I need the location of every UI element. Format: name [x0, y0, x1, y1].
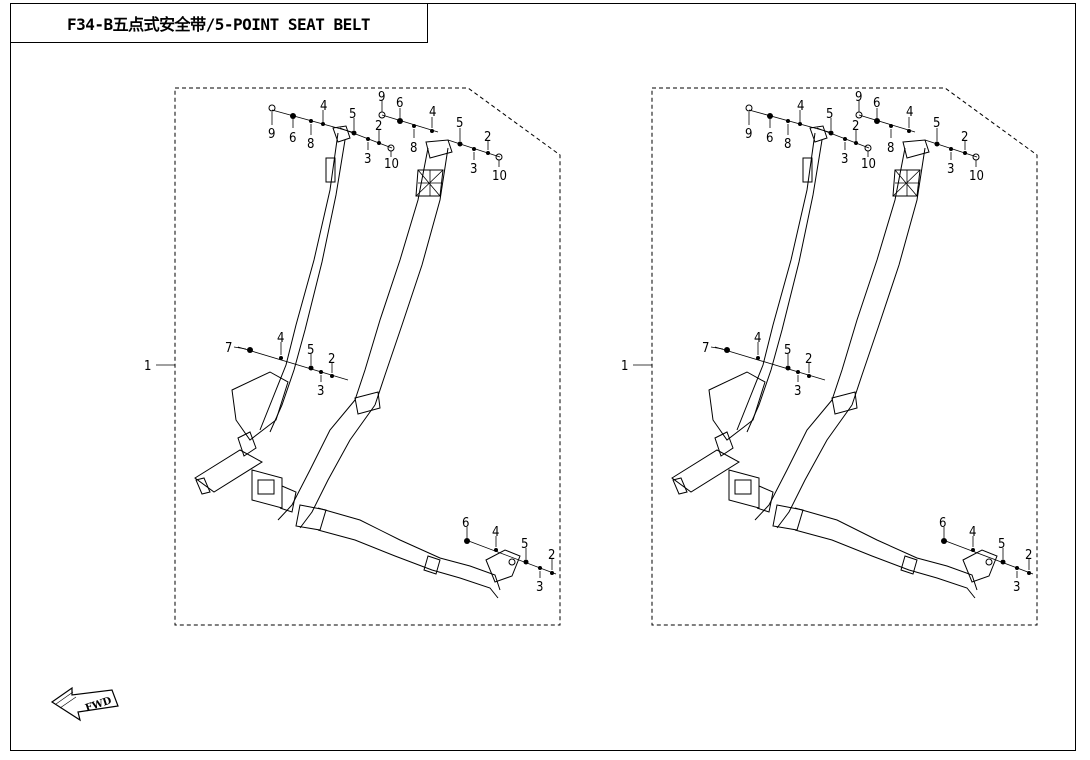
callout: 2: [805, 352, 812, 367]
callout: 3: [1013, 580, 1020, 595]
callout: 3: [536, 580, 543, 595]
assembly-left: 1 9 6 8 4 5 3 2 10 9 6 8 4 5 3 2 10 7 4 …: [144, 87, 561, 626]
callout: 4: [277, 331, 284, 346]
callout: 6: [873, 96, 880, 111]
callout: 4: [906, 105, 913, 120]
callout: 5: [349, 107, 356, 122]
callout: 5: [998, 537, 1005, 552]
callout: 5: [933, 116, 940, 131]
callout: 9: [745, 127, 752, 142]
callout: 3: [841, 152, 848, 167]
assembly-callout: 1: [621, 359, 628, 374]
callout: 4: [969, 525, 976, 540]
callout: 3: [947, 162, 954, 177]
callout: 6: [939, 516, 946, 531]
callout: 10: [384, 157, 399, 172]
callout: 2: [852, 119, 859, 134]
callout: 8: [307, 137, 314, 152]
callout: 2: [484, 130, 491, 145]
callout: 2: [1025, 548, 1032, 563]
callout: 9: [855, 90, 862, 105]
callout: 2: [375, 119, 382, 134]
assembly-right: 1 9 6 8 4 5 3 2 10 9 6 8 4 5 3 2 10 7 4 …: [621, 87, 1038, 626]
callout: 4: [754, 331, 761, 346]
drawing-frame: [10, 3, 1076, 751]
callout: 6: [289, 131, 296, 146]
drawing-title: F34-B五点式安全带/5-POINT SEAT BELT: [66, 14, 371, 34]
callout: 4: [492, 525, 499, 540]
callout: 10: [969, 169, 984, 184]
callout: 5: [784, 343, 791, 358]
callout: 8: [410, 141, 417, 156]
callout: 2: [548, 548, 555, 563]
callout: 6: [396, 96, 403, 111]
callout: 3: [470, 162, 477, 177]
callout: 5: [456, 116, 463, 131]
callout: 3: [317, 384, 324, 399]
callout: 6: [462, 516, 469, 531]
callout: 6: [766, 131, 773, 146]
callout: 9: [378, 90, 385, 105]
callout: 5: [307, 343, 314, 358]
callout: 10: [861, 157, 876, 172]
callout: 4: [320, 99, 327, 114]
callout: 2: [328, 352, 335, 367]
title-block: F34-B五点式安全带/5-POINT SEAT BELT: [10, 3, 428, 43]
callout: 9: [268, 127, 275, 142]
callout: 2: [961, 130, 968, 145]
callout: 3: [364, 152, 371, 167]
callout: 4: [797, 99, 804, 114]
callout: 5: [826, 107, 833, 122]
fwd-arrow-icon: FWD: [50, 686, 119, 722]
callout: 8: [887, 141, 894, 156]
assembly-callout: 1: [144, 359, 151, 374]
callout: 7: [702, 341, 709, 356]
callout: 4: [429, 105, 436, 120]
callout: 8: [784, 137, 791, 152]
callout: 10: [492, 169, 507, 184]
callout: 5: [521, 537, 528, 552]
callout: 7: [225, 341, 232, 356]
callout: 3: [794, 384, 801, 399]
